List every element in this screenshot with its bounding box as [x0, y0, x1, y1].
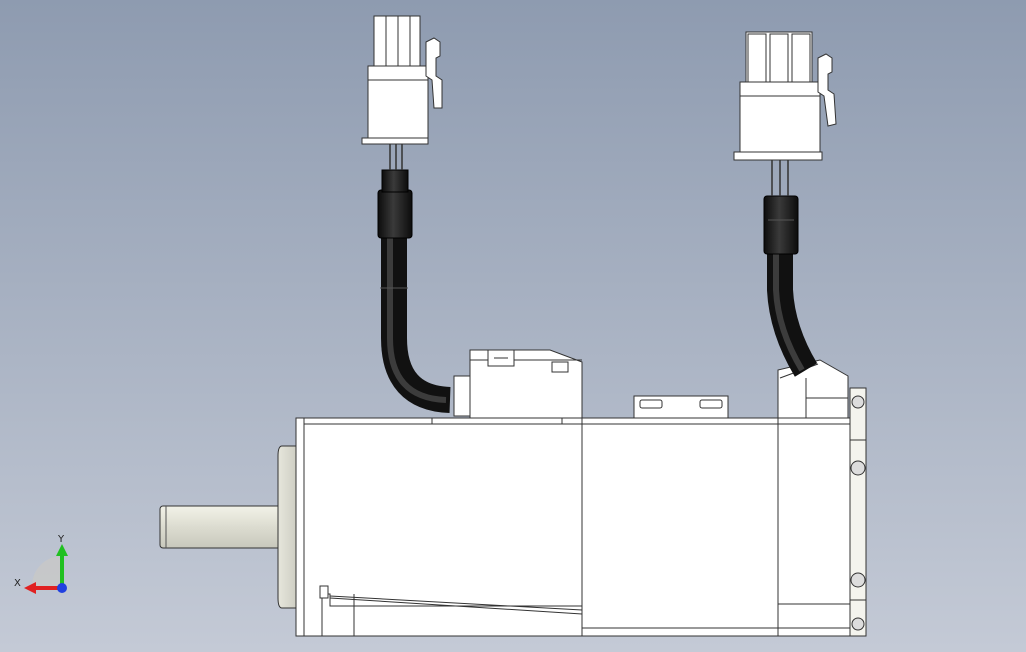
nameplate-bosses [633, 395, 729, 419]
power-connector-plug [361, 15, 443, 145]
rear-end-cap [849, 387, 867, 637]
power-connector-housing [453, 349, 583, 419]
encoder-connector-plug [733, 31, 837, 161]
motor-shaft [159, 505, 283, 549]
x-axis-label: X [14, 578, 21, 589]
power-cable [377, 144, 452, 413]
y-axis-label: Y [57, 534, 65, 545]
motor-housing [303, 417, 851, 637]
axis-triad: Y X [14, 534, 68, 594]
encoder-connector-housing [777, 359, 849, 419]
front-flange [277, 417, 305, 637]
triad-plane [32, 556, 62, 586]
encoder-cable [763, 160, 818, 377]
